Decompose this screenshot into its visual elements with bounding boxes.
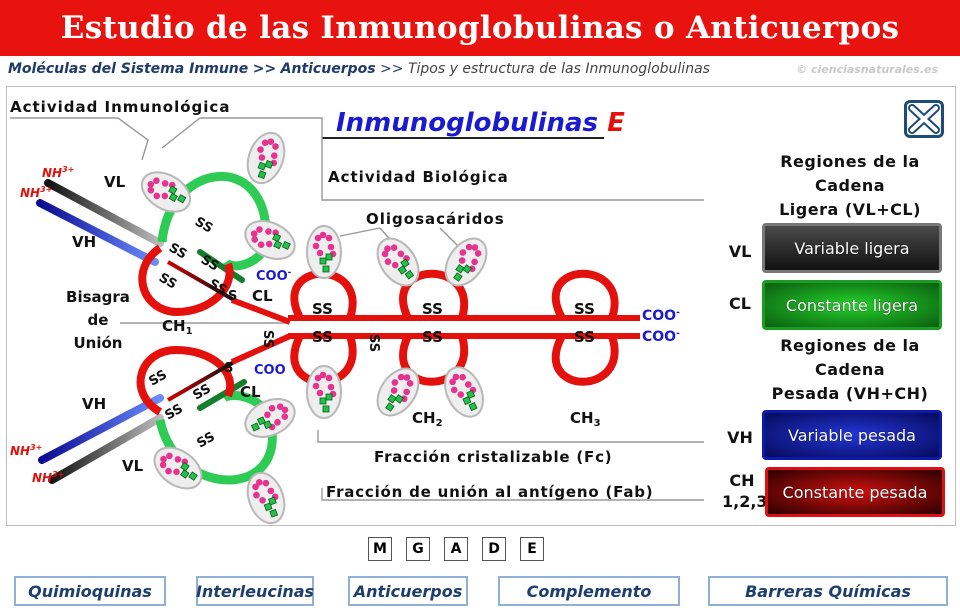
svg-text:NH3+: NH3+: [20, 185, 52, 200]
legend-button-variable-ligera[interactable]: Variable ligera: [762, 223, 942, 273]
close-icon: [908, 104, 940, 134]
ss-label: SS: [574, 328, 595, 346]
breadcrumb-separator: >>: [252, 61, 277, 77]
label-nh3-bottom-1: NH3+: [10, 443, 42, 458]
ss-label: SS: [422, 328, 443, 346]
label-ch2: CH2: [412, 409, 443, 429]
legend-button-constante-pesada[interactable]: Constante pesada: [765, 467, 945, 517]
label-oligosacaridos: Oligosacáridos: [366, 210, 505, 228]
svg-text:NH3+: NH3+: [32, 470, 64, 485]
ss-label: SS: [192, 214, 215, 236]
nav-barreras-quimicas[interactable]: Barreras Químicas: [708, 576, 948, 606]
annotation-lines: [10, 117, 704, 501]
immunoglobulin-class-selector: M G A D E: [368, 537, 544, 561]
svg-text:COO-: COO-: [642, 308, 680, 324]
label-vh-bottom: VH: [82, 395, 106, 413]
label-coo-heavy-bottom: COO-: [642, 329, 680, 345]
class-button-a[interactable]: A: [444, 537, 468, 561]
svg-text:COO: COO: [254, 363, 286, 378]
label-coo-heavy-top: COO-: [642, 308, 680, 324]
label-actividad-biologica: Actividad Biológica: [328, 168, 509, 186]
label-fab: Fracción de unión al antígeno (Fab): [326, 483, 653, 501]
breadcrumb-separator: >>: [380, 61, 404, 77]
legend-key-vl: VL: [728, 242, 752, 261]
heavy-chain-upper: [36, 199, 292, 325]
svg-text:COO-: COO-: [642, 329, 680, 345]
svg-text:NH3+: NH3+: [42, 165, 74, 180]
breadcrumb-link-moleculas[interactable]: Moléculas del Sistema Inmune: [8, 61, 249, 77]
ss-label: SS: [312, 328, 333, 346]
svg-text:de: de: [88, 311, 109, 329]
label-nh3-bottom-2: NH3+: [32, 470, 64, 485]
legend-key-cl: CL: [729, 294, 751, 313]
label-coo-light-top: COO-: [256, 268, 292, 284]
disulfide-bonds: SS SS SS SS SS SS SS SS SS SS SS SS SS S…: [147, 214, 595, 451]
svg-text:Bisagra: Bisagra: [66, 288, 130, 306]
label-coo-light-bottom: COO: [254, 363, 286, 378]
page-header: Estudio de las Inmunoglobulinas o Anticu…: [0, 0, 960, 56]
label-ch1: CH1: [162, 317, 193, 337]
breadcrumb-link-anticuerpos[interactable]: Anticuerpos: [280, 61, 376, 77]
ss-label: SS: [422, 300, 443, 318]
breadcrumb-current: Tipos y estructura de las Inmunoglobulin…: [407, 61, 710, 77]
label-vl-bottom: VL: [122, 457, 144, 475]
label-nh3-top-1: NH3+: [42, 165, 74, 180]
label-fc: Fracción cristalizable (Fc): [374, 448, 612, 466]
nav-interleucinas[interactable]: Interleucinas: [196, 576, 314, 606]
diagram-title-letter: E: [607, 108, 625, 138]
nav-anticuerpos[interactable]: Anticuerpos: [348, 576, 468, 606]
label-actividad-inmunologica: Actividad Inmunológica: [10, 98, 230, 116]
label-vl-top: VL: [104, 173, 126, 191]
s-label: S: [224, 361, 233, 376]
ss-label: SS: [156, 270, 179, 292]
nav-quimioquinas[interactable]: Quimioquinas: [14, 576, 166, 606]
ss-label: SS: [312, 300, 333, 318]
s-label: S: [228, 289, 237, 304]
page-title: Estudio de las Inmunoglobulinas o Anticu…: [60, 10, 900, 46]
label-bisagra: Bisagra de Unión: [66, 288, 130, 352]
ss-label: SS: [574, 300, 595, 318]
label-nh3-top-2: NH3+: [20, 185, 52, 200]
svg-text:NH3+: NH3+: [10, 443, 42, 458]
class-button-m[interactable]: M: [368, 537, 392, 561]
legend-button-variable-pesada[interactable]: Variable pesada: [762, 410, 942, 460]
ss-label: SS: [166, 240, 189, 262]
class-button-g[interactable]: G: [406, 537, 430, 561]
label-cl-bottom: CL: [240, 383, 261, 401]
ss-label: SS: [195, 429, 218, 451]
class-button-e[interactable]: E: [520, 537, 544, 561]
heavy-chain-lower: [38, 333, 292, 464]
breadcrumb: Moléculas del Sistema Inmune >> Anticuer…: [8, 61, 710, 77]
label-vh-top: VH: [72, 233, 96, 251]
svg-text:Unión: Unión: [74, 334, 123, 352]
ss-label: SS: [260, 330, 275, 348]
close-button[interactable]: [904, 100, 944, 138]
svg-text:COO-: COO-: [256, 268, 292, 284]
diagram-title: Inmunoglobulinas E: [336, 108, 625, 138]
ss-label: SS: [147, 367, 170, 389]
class-button-d[interactable]: D: [482, 537, 506, 561]
label-cl-top: CL: [252, 287, 273, 305]
copyright-notice: © cienciasnaturales.es: [796, 63, 938, 76]
ss-label: SS: [163, 401, 186, 423]
legend-key-vh: VH: [727, 428, 753, 447]
nav-complemento[interactable]: Complemento: [498, 576, 680, 606]
label-ch3: CH3: [570, 409, 601, 429]
legend-button-constante-ligera[interactable]: Constante ligera: [762, 280, 942, 330]
ss-label: SS: [366, 334, 381, 352]
